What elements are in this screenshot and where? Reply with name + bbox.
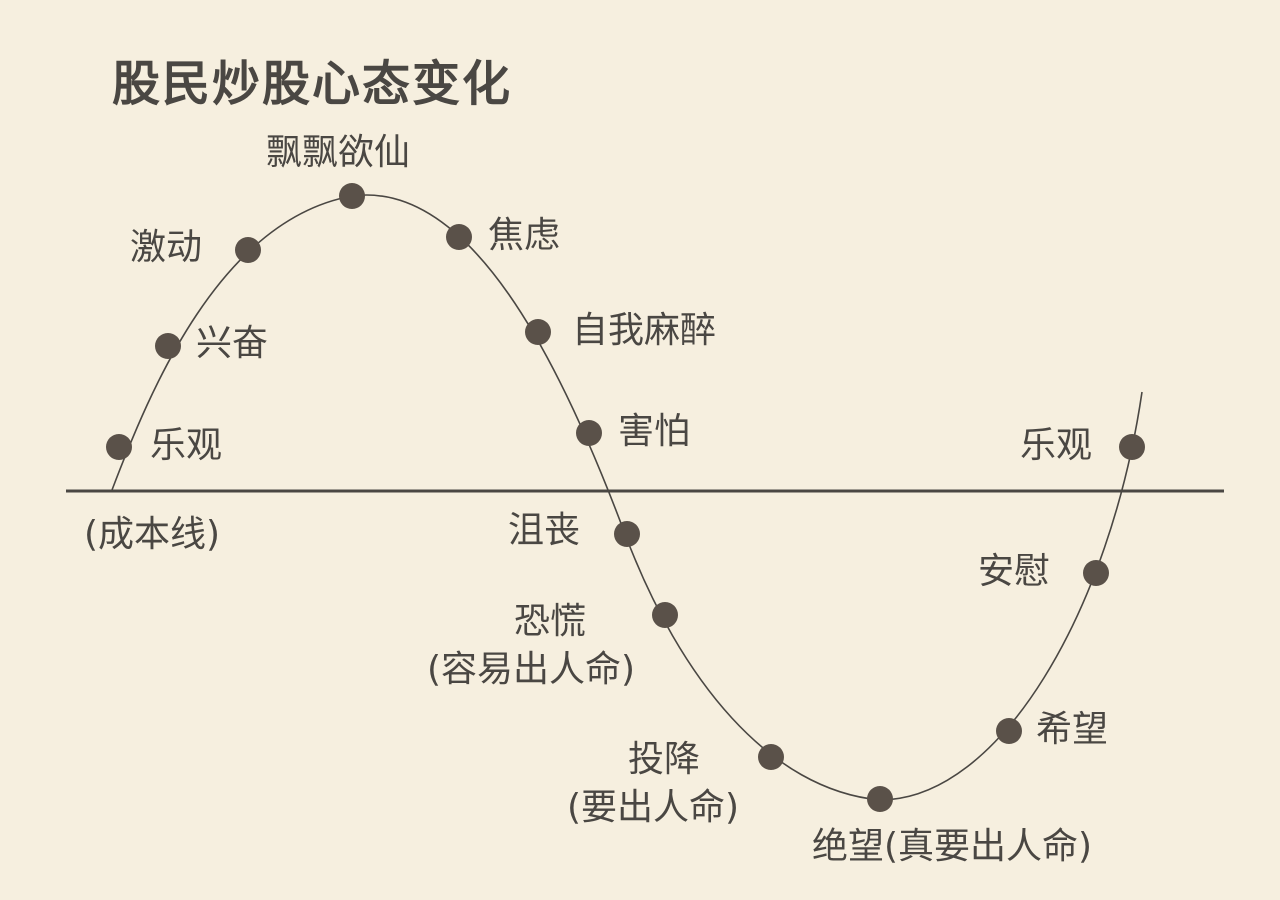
label-fear: 害怕	[618, 411, 691, 452]
baseline-label: (成本线)	[84, 514, 221, 555]
label-anxious: 焦虑	[488, 215, 561, 256]
marker-optimistic-end	[1119, 434, 1145, 460]
label-dejected: 沮丧	[508, 510, 581, 551]
marker-excited	[155, 333, 181, 359]
label-capitulation-note: (要出人命)	[567, 787, 740, 828]
sentiment-curve	[111, 194, 1143, 801]
marker-capitulation	[758, 744, 784, 770]
label-panic: 恐慌	[514, 601, 587, 642]
marker-denial	[525, 319, 551, 345]
marker-dejected	[614, 521, 640, 547]
label-euphoric: 飘飘欲仙	[266, 132, 411, 173]
marker-fear	[576, 420, 602, 446]
diagram-title: 股民炒股心态变化	[112, 56, 513, 112]
label-capitulation: 投降	[628, 739, 701, 780]
marker-thrilled	[235, 237, 261, 263]
marker-relief	[1083, 560, 1109, 586]
label-optimistic-end: 乐观	[1020, 425, 1093, 466]
label-relief: 安慰	[978, 551, 1051, 592]
marker-despair	[867, 786, 893, 812]
marker-hope	[996, 718, 1022, 744]
marker-euphoric	[339, 183, 365, 209]
stage-markers	[106, 183, 1145, 812]
marker-optimistic-start	[106, 434, 132, 460]
label-thrilled: 激动	[130, 227, 203, 268]
label-optimistic-start: 乐观	[150, 425, 223, 466]
label-denial: 自我麻醉	[572, 310, 717, 351]
label-excited: 兴奋	[196, 323, 269, 364]
label-panic-note: (容易出人命)	[427, 649, 636, 690]
marker-panic	[652, 602, 678, 628]
label-despair: 绝望(真要出人命)	[812, 826, 1093, 867]
marker-anxious	[446, 224, 472, 250]
label-hope: 希望	[1036, 709, 1109, 750]
